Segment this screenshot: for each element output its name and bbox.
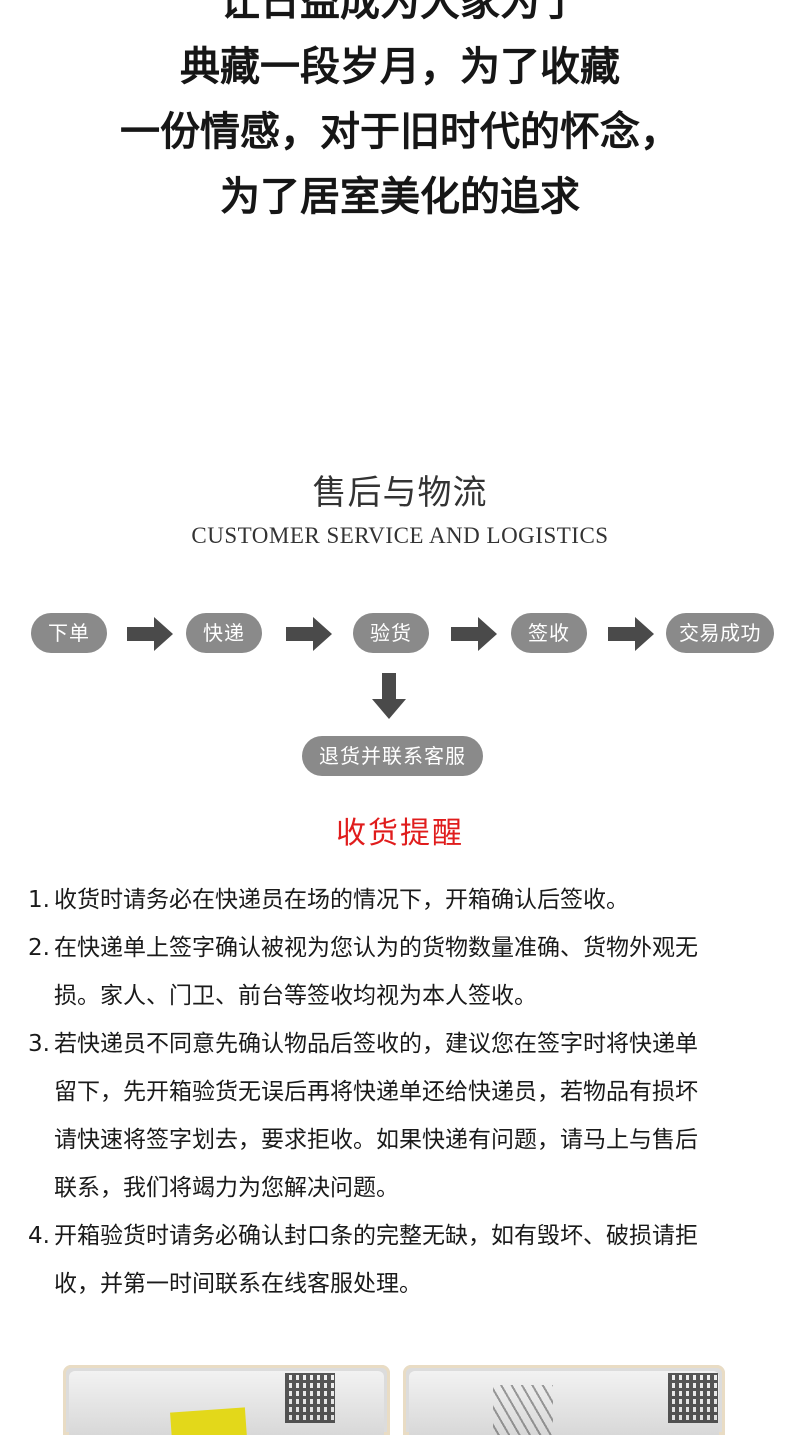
package-photo <box>403 1365 725 1435</box>
step-success: 交易成功 <box>666 613 774 653</box>
intro-line: 为了居室美化的追求 <box>220 174 580 220</box>
qr-code-icon <box>285 1373 335 1423</box>
arrow-right-icon <box>127 617 173 651</box>
yellow-label <box>170 1407 247 1435</box>
reminder-title: 收货提醒 <box>336 816 464 851</box>
step-return: 退货并联系客服 <box>302 736 483 776</box>
reminder-item-1: 1. 收货时请务必在快递员在场的情况下，开箱确认后签收。 <box>28 887 629 913</box>
arrow-right-icon <box>286 617 332 651</box>
reminder-item-2: 2. 在快递单上签字确认被视为您认为的货物数量准确、货物外观无 损。家人、门卫、… <box>28 935 698 1009</box>
reminder-item-3: 3. 若快递员不同意先确认物品后签收的，建议您在签字时将快递单 留下，先开箱验货… <box>28 1031 698 1201</box>
intro-line: 一份情感，对于旧时代的怀念， <box>120 109 680 155</box>
package-photo <box>63 1365 390 1435</box>
step-sign: 签收 <box>511 613 587 653</box>
step-express: 快递 <box>186 613 262 653</box>
step-order: 下单 <box>31 613 107 653</box>
reminder-list: 1. 收货时请务必在快递员在场的情况下，开箱确认后签收。 2. 在快递单上签字确… <box>28 876 788 1308</box>
section-title: 售后与物流 <box>312 473 488 513</box>
qr-code-icon <box>668 1373 718 1423</box>
arrow-down-icon <box>372 673 406 719</box>
intro-line: 典藏一段岁月，为了收藏 <box>180 44 620 90</box>
section-subtitle: CUSTOMER SERVICE AND LOGISTICS <box>191 523 609 548</box>
intro-line: 让日益成为大家为了 <box>220 0 580 25</box>
step-inspect: 验货 <box>353 613 429 653</box>
arrow-right-icon <box>451 617 497 651</box>
arrow-right-icon <box>608 617 654 651</box>
intro-text: 让日益成为大家为了 典藏一段岁月，为了收藏 一份情感，对于旧时代的怀念， 为了居… <box>0 0 800 230</box>
label-pattern <box>493 1385 553 1435</box>
reminder-item-4: 4. 开箱验货时请务必确认封口条的完整无缺，如有毁坏、破损请拒 收，并第一时间联… <box>28 1223 698 1297</box>
